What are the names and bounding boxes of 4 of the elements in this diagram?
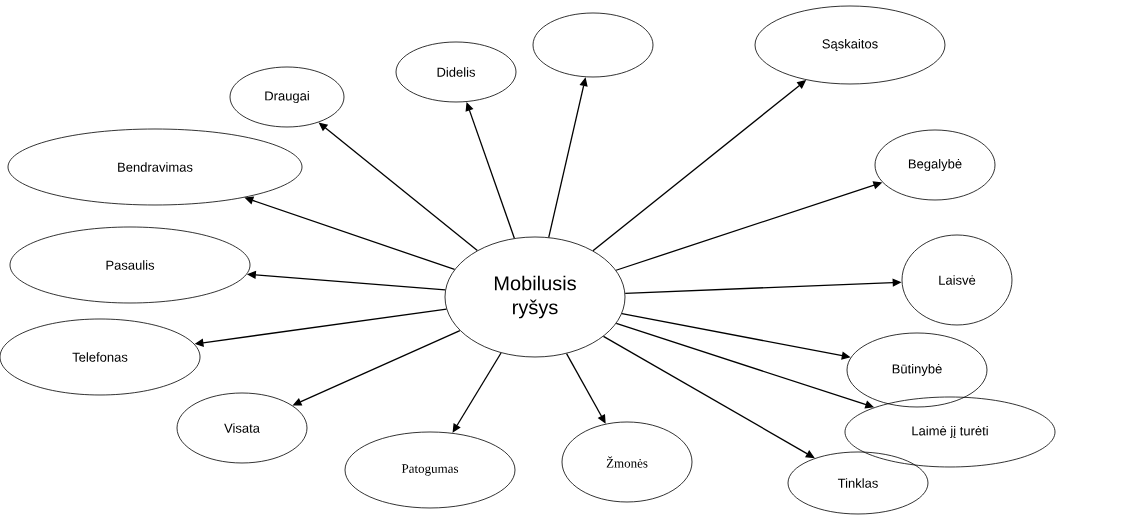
arrow <box>452 352 502 433</box>
idea-ellipse <box>532 12 654 78</box>
arrow <box>565 352 606 424</box>
arrow <box>465 102 515 239</box>
